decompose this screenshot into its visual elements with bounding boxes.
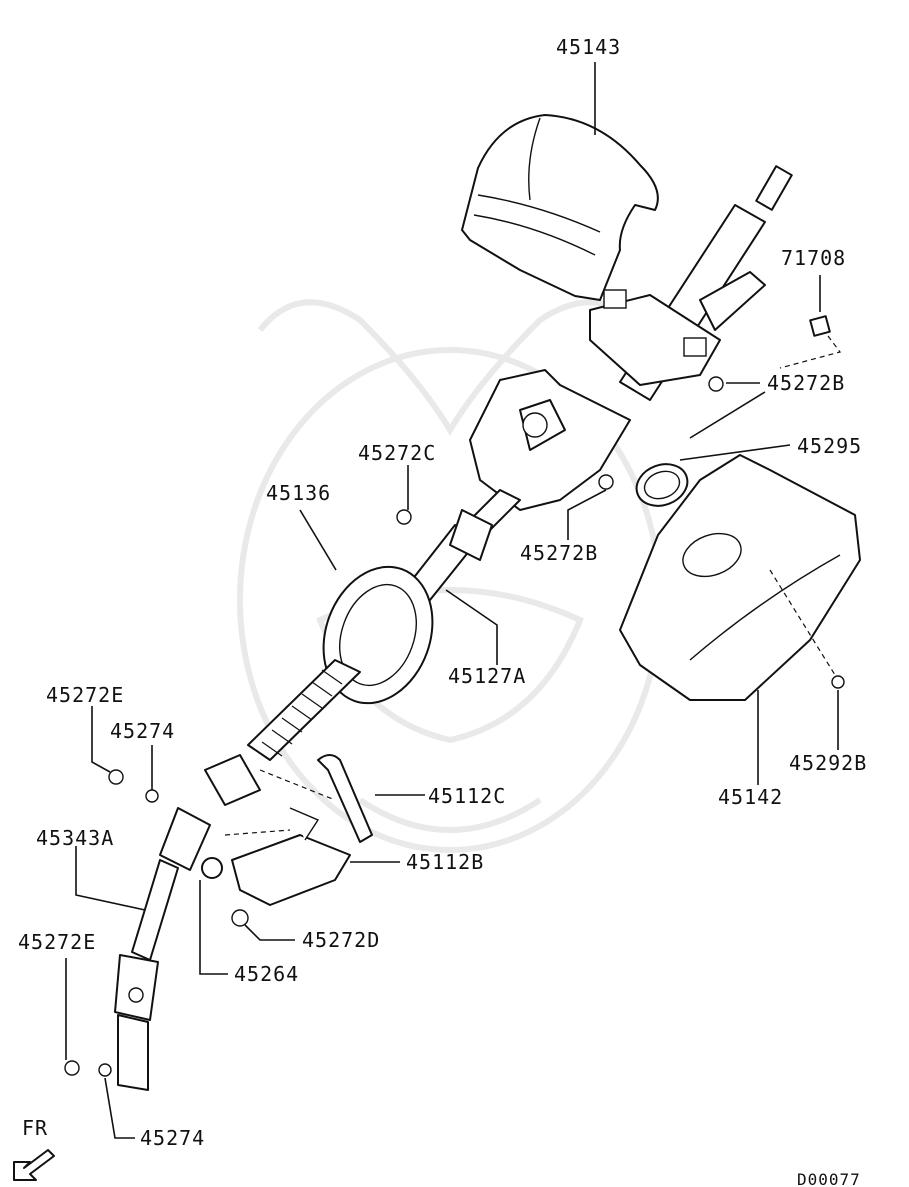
part-label-45112b[interactable]: 45112B	[406, 850, 484, 874]
upper-column-cover-45143[interactable]	[461, 114, 659, 301]
part-label-45295[interactable]: 45295	[797, 434, 862, 458]
lower-shaft-45343A[interactable]	[114, 754, 261, 1091]
part-label-45272b_a[interactable]: 45272B	[767, 371, 845, 395]
part-label-45274_b[interactable]: 45274	[140, 1126, 205, 1150]
steering-column-assembly[interactable]	[469, 165, 793, 531]
clip-71708[interactable]	[809, 315, 831, 337]
part-label-45272e_a[interactable]: 45272E	[46, 683, 124, 707]
bushing-45264[interactable]	[201, 857, 223, 879]
part-label-45136[interactable]: 45136	[266, 481, 331, 505]
column-boot-45136[interactable]	[247, 551, 451, 761]
part-label-45292b[interactable]: 45292B	[789, 751, 867, 775]
part-label-45143[interactable]: 45143	[556, 35, 621, 59]
part-label-45142[interactable]: 45142	[718, 785, 783, 809]
bracket-45112C[interactable]	[317, 754, 373, 843]
part-label-45343a[interactable]: 45343A	[36, 826, 114, 850]
lower-column-cover-45142[interactable]	[619, 454, 861, 701]
ring-45295[interactable]	[631, 457, 694, 512]
part-label-45112c[interactable]: 45112C	[428, 784, 506, 808]
part-label-45264[interactable]: 45264	[234, 962, 299, 986]
part-label-45272d[interactable]: 45272D	[302, 928, 380, 952]
part-label-45272c[interactable]: 45272C	[358, 441, 436, 465]
part-label-45274_a[interactable]: 45274	[110, 719, 175, 743]
leader-lines	[65, 62, 842, 1139]
part-label-45127a[interactable]: 45127A	[448, 664, 526, 688]
part-label-45272b_b[interactable]: 45272B	[520, 541, 598, 565]
part-label-71708[interactable]: 71708	[781, 246, 846, 270]
fasteners	[64, 376, 845, 1077]
front-direction-arrow-icon	[13, 1149, 55, 1181]
bracket-45112B[interactable]	[231, 807, 351, 906]
direction-label: FR	[22, 1116, 48, 1140]
part-label-45272e_b[interactable]: 45272E	[18, 930, 96, 954]
diagram-code: D00077	[797, 1170, 861, 1187]
part-labels: 45143 71708 45272B 45295 45272C 45136 45272B 45…	[18, 35, 867, 1150]
